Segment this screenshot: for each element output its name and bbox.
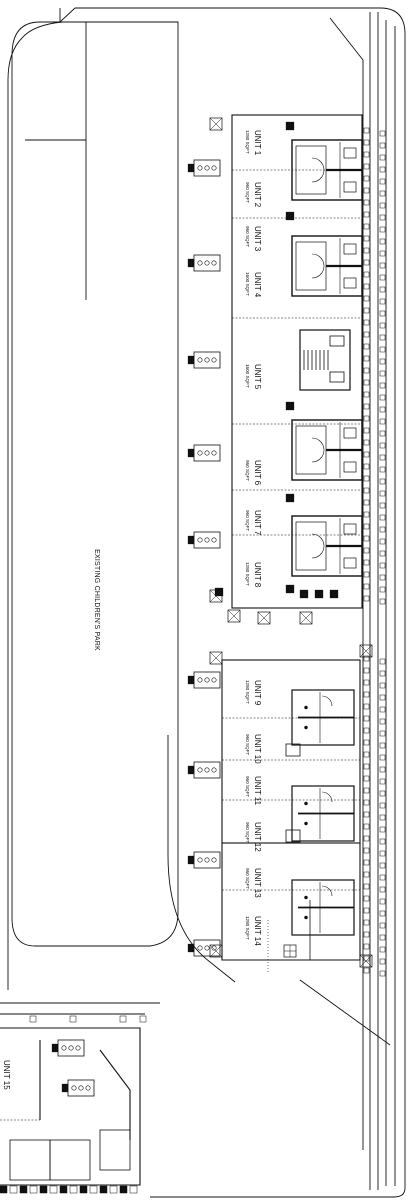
- unit-area-1: 1280 SQFT: [245, 130, 250, 154]
- unit-label-14: UNIT 14: [253, 916, 262, 946]
- unit-label-4: UNIT 4: [253, 272, 262, 298]
- unit-label-11: UNIT 11: [253, 776, 262, 806]
- site-boundary: [0, 7, 406, 1198]
- equipment-box: [285, 493, 295, 503]
- equipment-box: [285, 401, 295, 411]
- unit-area-5: 1600 SQFT: [245, 364, 250, 388]
- unit-label-9: UNIT 9: [253, 680, 262, 706]
- equipment-box: [329, 589, 339, 599]
- unit-area-9: 1280 SQFT: [245, 680, 250, 704]
- unit-area-2: 960 SQFT: [245, 182, 250, 203]
- equipment-box: [285, 121, 295, 131]
- unit-area-10: 960 SQFT: [245, 734, 250, 755]
- unit-label-5: UNIT 5: [253, 364, 262, 390]
- unit-label-3: UNIT 3: [253, 226, 262, 252]
- unit-area-8: 1280 SQFT: [245, 562, 250, 586]
- unit-label-7: UNIT 7: [253, 510, 262, 536]
- unit-area-12: 960 SQFT: [245, 822, 250, 843]
- equipment-box: [299, 589, 309, 599]
- unit-label-10: UNIT 10: [253, 734, 262, 764]
- unit-label-1: UNIT 1: [253, 130, 262, 156]
- unit-area-3: 960 SQFT: [245, 226, 250, 247]
- stair-core: [299, 329, 351, 391]
- plan-detail-layer: [0, 117, 386, 1194]
- unit-area-14: 1280 SQFT: [245, 916, 250, 940]
- unit-area-4: 1600 SQFT: [245, 272, 250, 296]
- unit-area-7: 960 SQFT: [245, 510, 250, 531]
- unit-label-6: UNIT 6: [253, 460, 262, 486]
- unit-label-2: UNIT 2: [253, 182, 262, 208]
- equipment-box: [214, 587, 224, 597]
- unit-15-name: UNIT 15: [2, 1060, 11, 1090]
- equipment-box: [285, 584, 295, 594]
- unit-area-13: 960 SQFT: [245, 868, 250, 889]
- building-block-north: [231, 114, 363, 609]
- building-block-south-ext: [221, 843, 361, 961]
- unit-label-12: UNIT 12: [253, 822, 262, 852]
- park-label: EXISTING CHILDREN'S PARK: [93, 549, 100, 651]
- equipment-box: [314, 589, 324, 599]
- building-block-south: [221, 659, 361, 844]
- park-island: [11, 21, 179, 947]
- unit-label-13: UNIT 13: [253, 868, 262, 898]
- unit-label-8: UNIT 8: [253, 562, 262, 588]
- building-unit-15: [0, 1027, 141, 1186]
- unit-area-6: 960 SQFT: [245, 460, 250, 481]
- unit-area-11: 960 SQFT: [245, 776, 250, 797]
- equipment-box: [285, 211, 295, 221]
